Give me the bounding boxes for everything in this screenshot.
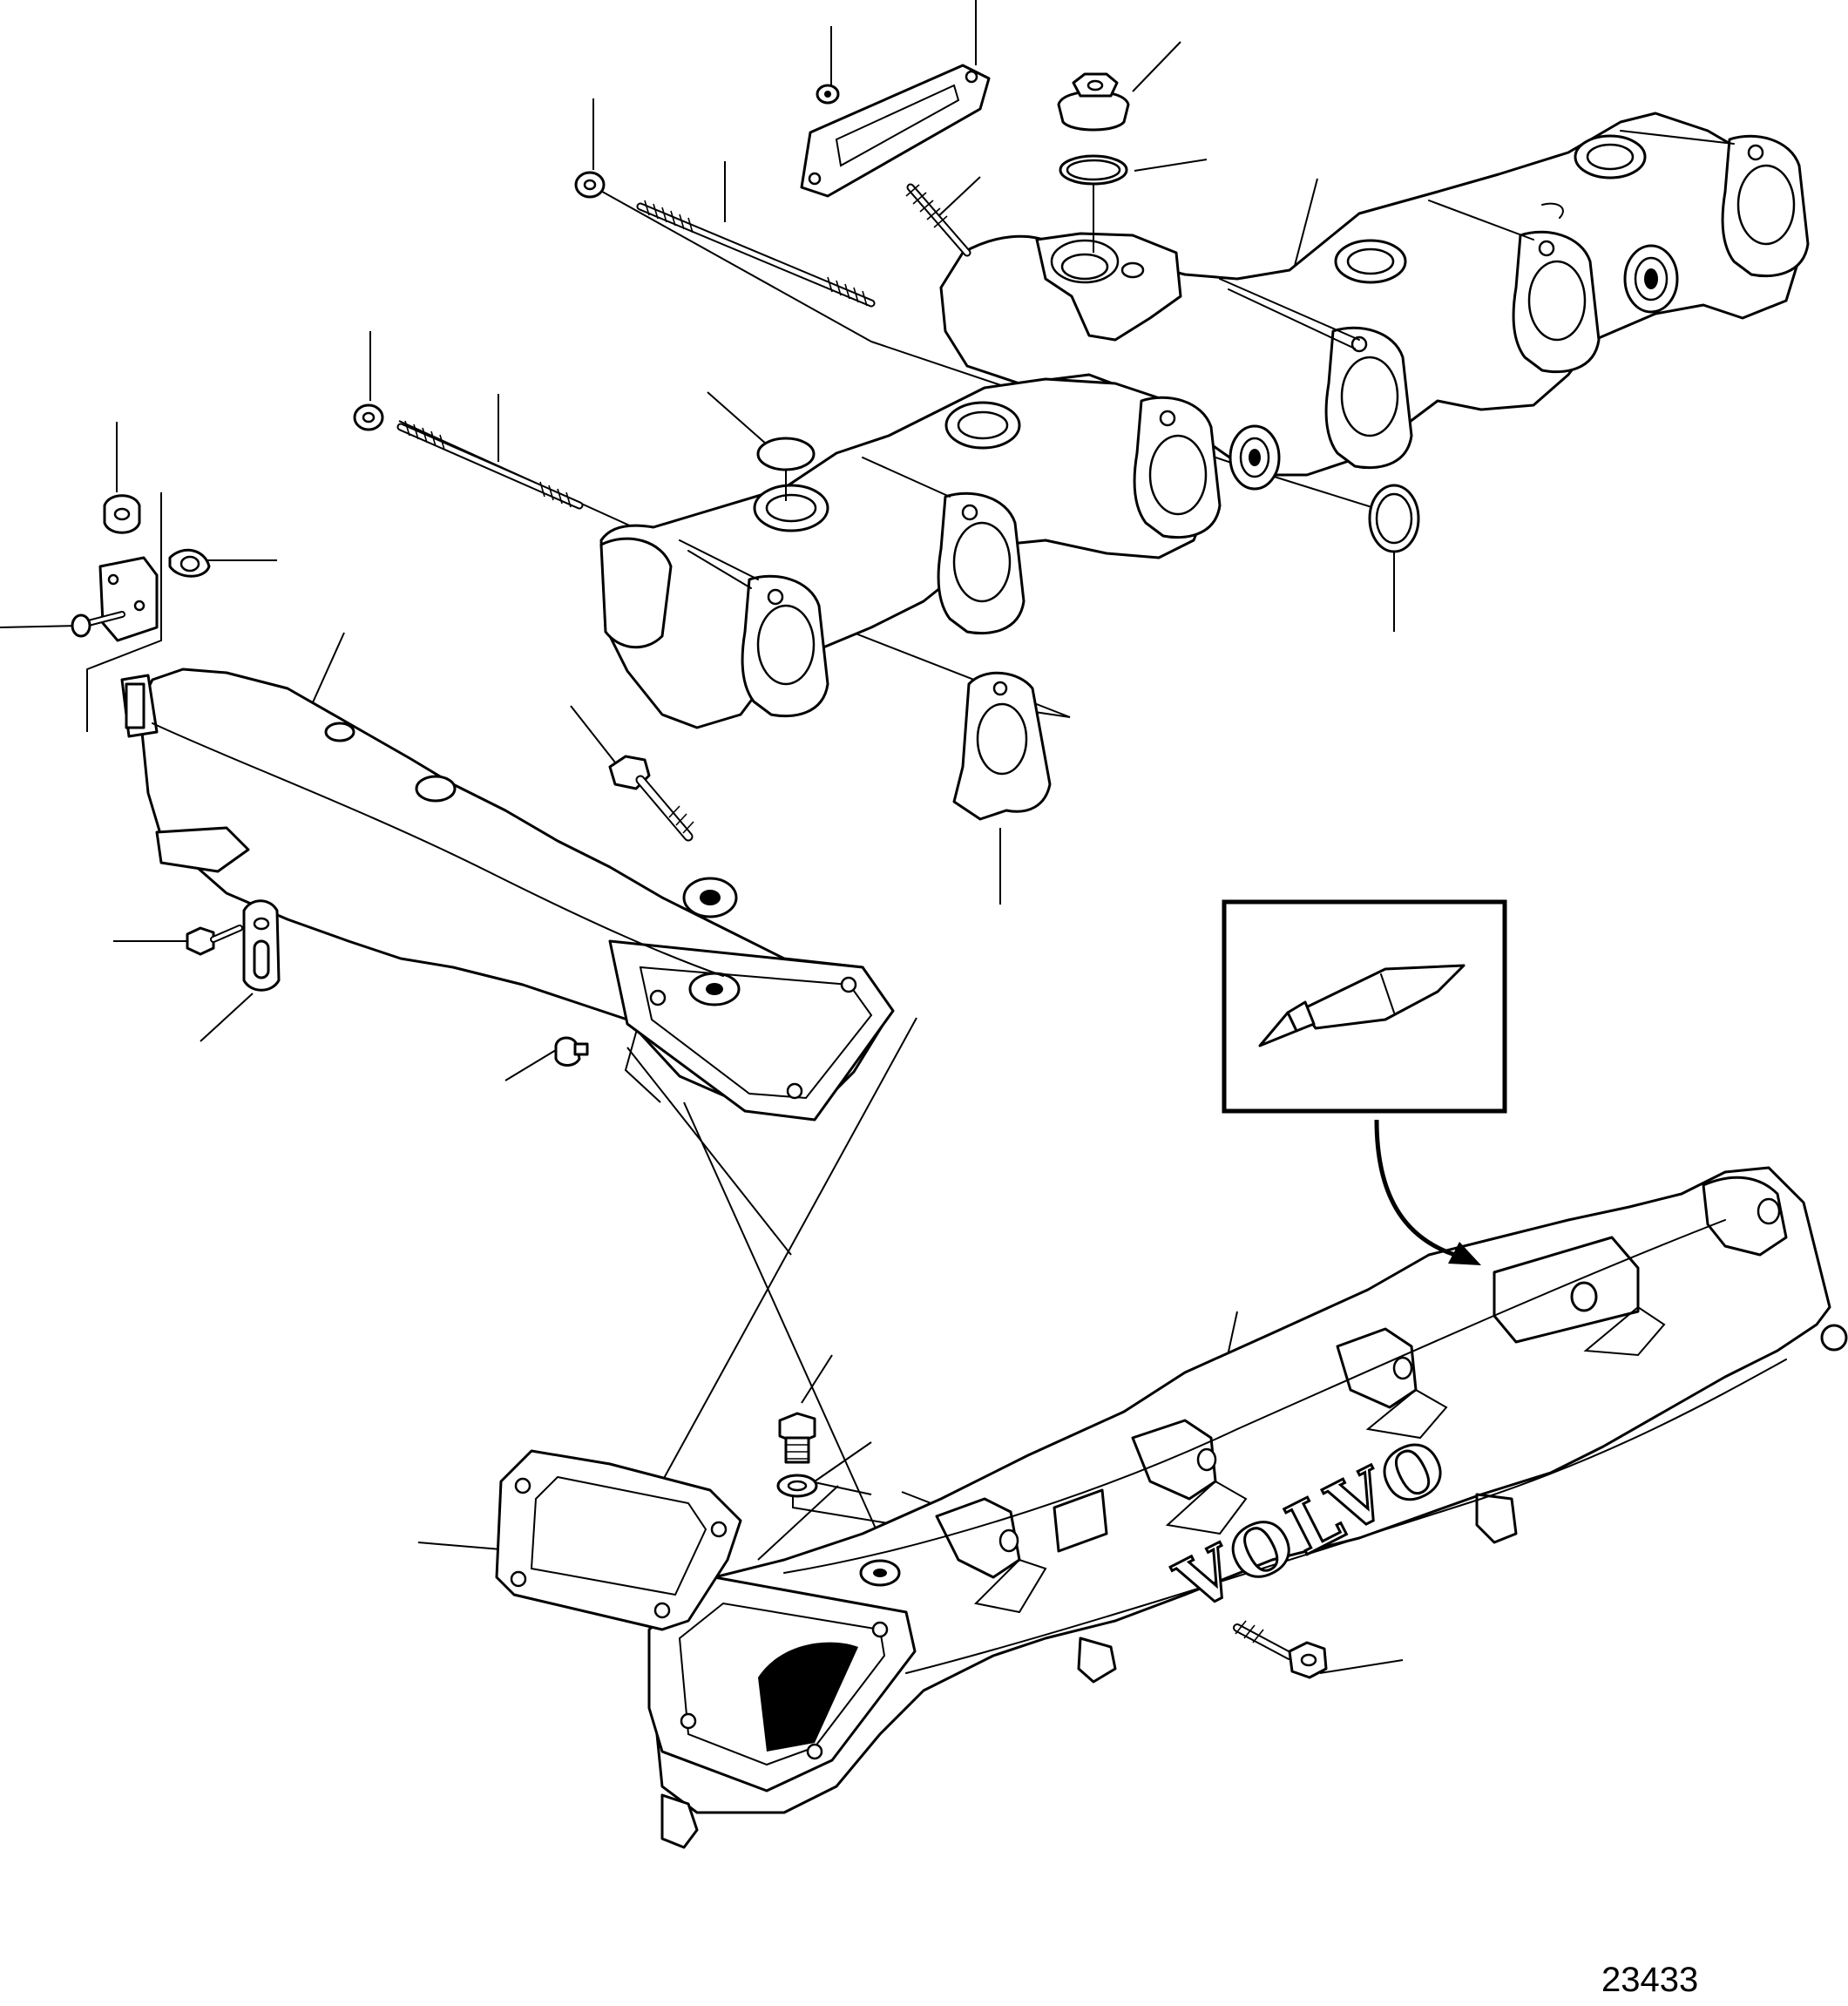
nut-top-left: [816, 84, 840, 105]
nut-bracket: [103, 494, 141, 534]
stud-bolt-middle: [396, 420, 584, 510]
bolt-clip-lower: [186, 925, 243, 956]
o-ring-top: [1059, 154, 1128, 186]
exhaust-port-gasket: [952, 671, 1052, 821]
plug-front: [554, 1036, 589, 1067]
hex-bolt-lower: [1233, 1620, 1328, 1679]
manifold-section-rear: [939, 112, 1810, 477]
sealant-tube-icon: [1258, 964, 1466, 1047]
gasket-top: [800, 64, 991, 198]
manifold-section-front: [120, 668, 895, 1122]
inlet-flange-gasket: [495, 1449, 742, 1631]
screw-bracket: [71, 611, 125, 638]
bracket-clip: [98, 548, 211, 642]
hex-bolt-front-flange: [608, 755, 694, 842]
stud-bolt-upper: [636, 200, 876, 308]
sealant-callout: [1222, 899, 1507, 1265]
o-ring-right: [1368, 484, 1420, 553]
clip-lower: [242, 899, 281, 992]
sealing-washer: [776, 1474, 818, 1498]
drain-plug: [778, 1412, 816, 1464]
stud-short: [905, 183, 971, 257]
nut-washer-left: [574, 171, 606, 199]
manifold-main-lower: VOLVO: [647, 1166, 1848, 1849]
cap-plug: [1057, 72, 1130, 132]
reference-number: 23433: [1601, 1961, 1699, 1999]
manifold-section-middle: [599, 377, 1281, 729]
nut-washer-middle: [353, 403, 384, 431]
blanking-disc: [756, 437, 816, 471]
